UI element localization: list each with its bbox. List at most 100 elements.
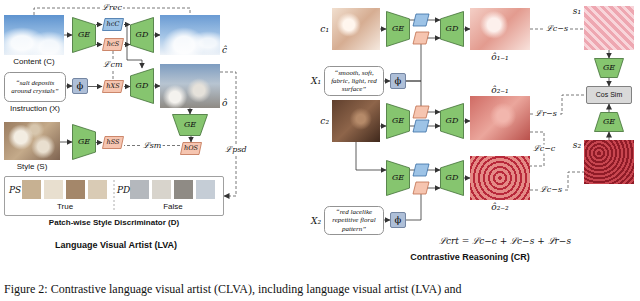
content-image: c₁ — [332, 8, 380, 50]
image-patch — [196, 180, 215, 199]
image-patch — [66, 180, 85, 199]
panel-title: Contrastive Reasoning (CR) — [410, 252, 530, 263]
style-feature: hOS — [180, 142, 202, 155]
node-text: ϕ — [77, 80, 84, 92]
flow-connector — [356, 142, 386, 170]
node-caption: ô₂₋₂ — [491, 202, 508, 212]
node-text: GE — [78, 137, 90, 146]
instruction-box: “red lacelike repetitive floral pattern”… — [324, 206, 384, 235]
flow-connector — [96, 142, 102, 143]
node-caption: ô₁₋₁ — [491, 52, 508, 62]
shape-border — [387, 161, 410, 196]
text-holder: hSS — [102, 136, 124, 149]
shape-border — [103, 39, 124, 51]
flow-connector — [96, 44, 102, 45]
shape-border — [103, 137, 124, 149]
text-holder: hOS — [180, 142, 202, 155]
loss-label: ℒc−s — [545, 25, 569, 34]
style-feature-block — [413, 32, 429, 44]
text-holder: hcC — [102, 18, 124, 31]
figure-caption: Figure 2: Contrastive language visual ar… — [4, 283, 462, 297]
node-text: hcC — [107, 21, 120, 28]
output-image: ô₂₋₂ — [470, 156, 530, 200]
decoder-block: GD — [130, 17, 154, 53]
flow-connector — [384, 81, 390, 82]
node-caption: c₁ — [320, 24, 329, 34]
text-holder — [332, 100, 380, 142]
node-caption: Instruction (X) — [10, 104, 60, 113]
content-feature: hcC — [102, 18, 124, 31]
node-caption: X₂ — [311, 215, 321, 225]
flow-connector — [191, 136, 192, 142]
node-text: GD — [446, 173, 459, 182]
flow-connector — [380, 126, 386, 127]
loss-formula: ℒcrt = ℒc−c + ℒc−s + ℒr−s — [439, 236, 571, 247]
node-caption: c₂ — [320, 116, 329, 126]
shape-border — [595, 59, 624, 78]
output-image: ô — [160, 64, 220, 108]
style-feature: hXS — [102, 80, 124, 93]
image-patch — [152, 180, 171, 199]
loss-label: ℒc−c — [532, 145, 557, 154]
flow-connector — [88, 86, 102, 87]
loss-label: ℒpsd — [224, 146, 247, 155]
node-text: GD — [136, 81, 149, 90]
shape-border — [5, 73, 66, 102]
node-caption: Patch-wise Style Discriminator (D) — [49, 218, 179, 227]
shape-border — [73, 18, 96, 53]
text-holder — [160, 64, 220, 108]
shape-border — [325, 207, 384, 235]
node-text: hOS — [184, 145, 198, 152]
text-holder — [160, 15, 220, 55]
decoder-block: GD — [440, 11, 464, 47]
shape-border — [103, 81, 124, 93]
shape-border — [181, 143, 202, 155]
decoder-block: GD — [440, 103, 464, 139]
flow-connector — [384, 220, 390, 221]
encoder-block: GE — [72, 124, 96, 160]
text-holder: GE — [72, 17, 96, 53]
text-holder: hXS — [102, 80, 124, 93]
output-image: ô₂₋₁ — [470, 96, 530, 140]
text-holder: GD — [440, 103, 464, 139]
decoder-block: GD — [130, 68, 154, 104]
node-text: ϕ — [395, 214, 402, 226]
node-text: “red lacelike repetitive floral pattern” — [327, 208, 381, 232]
text-holder: “red lacelike repetitive floral pattern” — [324, 206, 384, 235]
text-holder: GD — [440, 160, 464, 196]
patch-group: PSTrue — [8, 179, 112, 213]
flow-connector — [64, 35, 72, 36]
shape-border — [173, 115, 208, 136]
loss-label: ℒc−s — [539, 186, 563, 195]
flow-connector — [609, 78, 610, 86]
content-image: c₂ — [332, 100, 380, 142]
shape-border — [387, 12, 410, 47]
text-holder: GE — [72, 124, 96, 160]
shape-border — [441, 104, 464, 139]
discriminator-box: Patch-wise Style Discriminator (D)PSTrue… — [4, 176, 224, 216]
encoder-block: GE — [172, 114, 208, 136]
shape-border — [595, 113, 624, 132]
text-holder: Cos Sim — [586, 86, 632, 104]
content-feature-block — [413, 14, 429, 26]
shape-border — [5, 177, 224, 216]
text-holder: ϕ — [72, 78, 88, 94]
text-holder — [584, 6, 634, 50]
text-holder: “salt deposits around crystals” — [4, 72, 66, 102]
shape-border — [325, 67, 384, 96]
node-text: GD — [136, 30, 149, 39]
shape-border — [73, 79, 88, 94]
style-feature: hSS — [102, 136, 124, 149]
shape-border — [131, 69, 154, 104]
text-holder — [4, 122, 60, 160]
node-caption: PD — [117, 185, 130, 195]
flow-connector — [190, 108, 191, 114]
text-holder — [4, 15, 64, 55]
text-holder: ϕ — [390, 73, 406, 89]
text-encoder: ϕ — [72, 78, 88, 94]
style-image: Style (S) — [4, 122, 60, 160]
text-holder: GE — [386, 160, 410, 196]
text-holder: GE — [386, 11, 410, 47]
node-caption: s₂ — [573, 140, 581, 150]
